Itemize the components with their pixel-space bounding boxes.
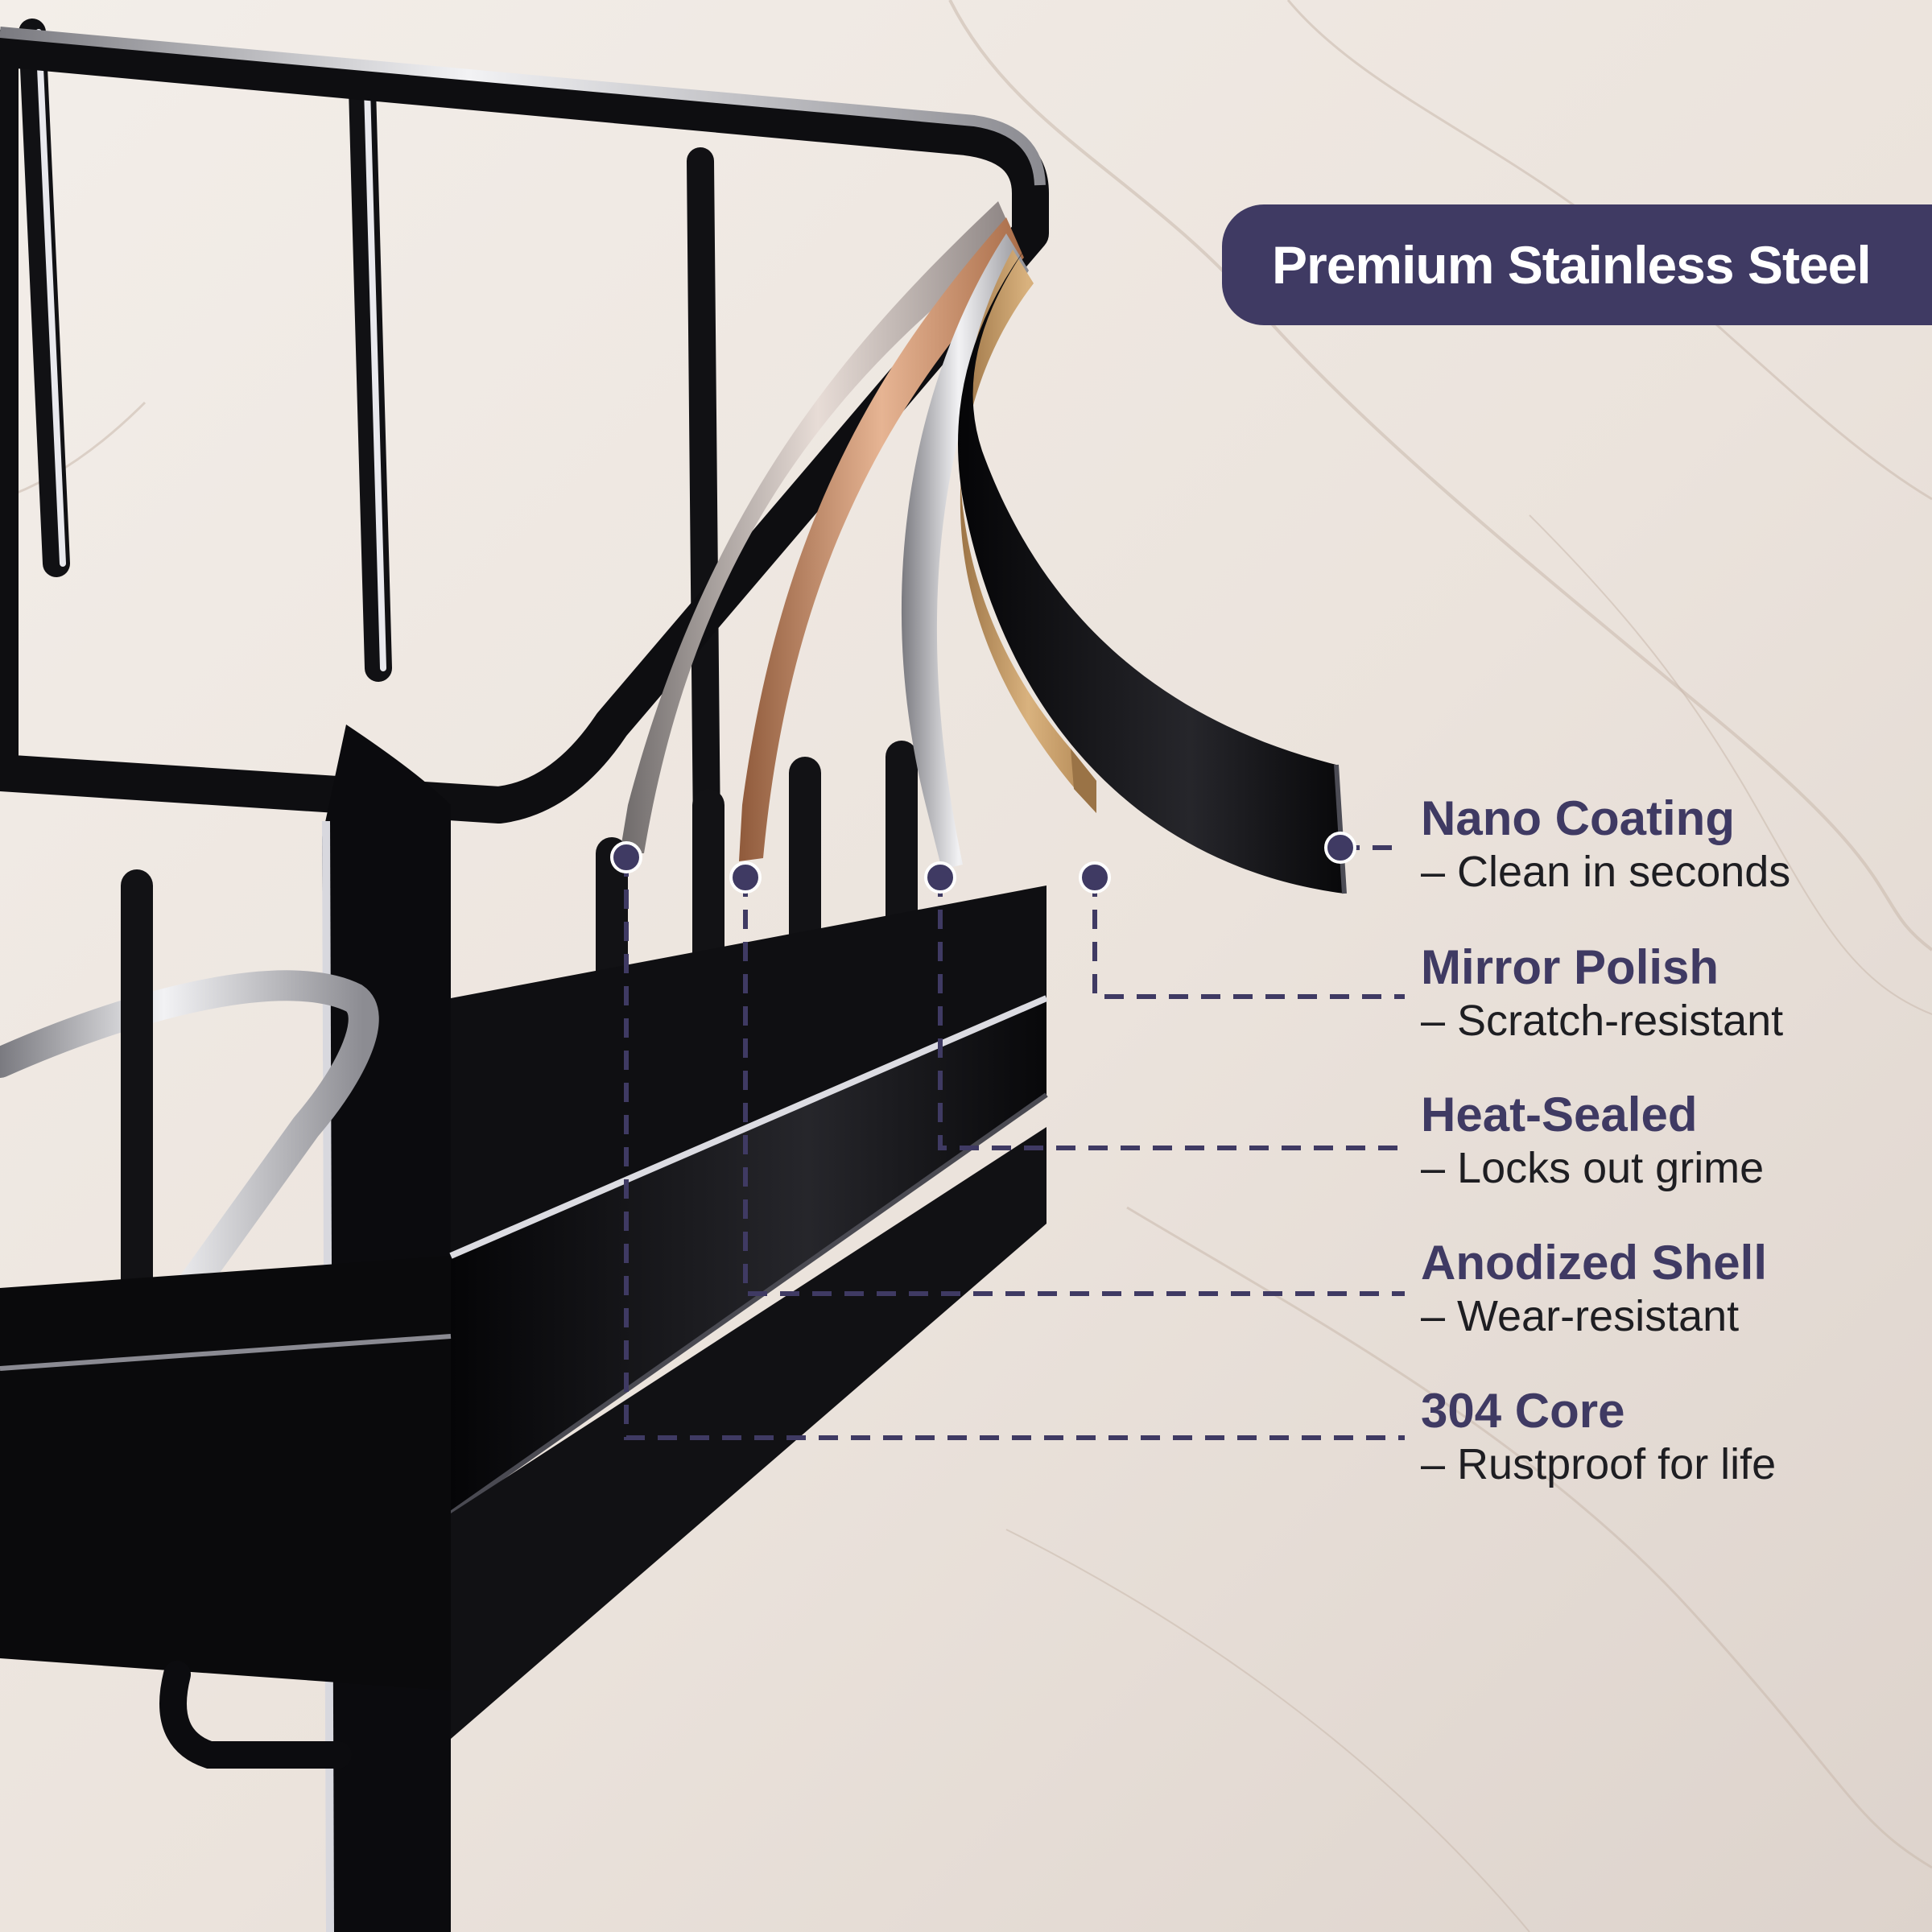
feature-description: – Rustproof for life: [1421, 1440, 1777, 1488]
callout-dot-mirror-polish: [1079, 861, 1111, 894]
feature-title: Mirror Polish: [1421, 940, 1719, 994]
feature-304-core: 304 Core – Rustproof for life: [1421, 1385, 1920, 1491]
feature-title: Anodized Shell: [1421, 1236, 1768, 1290]
callout-line-304-core: [624, 857, 1405, 1440]
feature-anodized-shell: Anodized Shell – Wear-resistant: [1421, 1236, 1920, 1343]
feature-description: – Scratch-resistant: [1421, 997, 1784, 1045]
feature-heat-sealed: Heat-Sealed – Locks out grime: [1421, 1088, 1920, 1195]
callout-dot-nano-coating: [1324, 832, 1356, 864]
callout-lines: [624, 845, 1405, 1440]
layer-nano-coating: [958, 242, 1347, 894]
feature-mirror-polish: Mirror Polish – Scratch-resistant: [1421, 941, 1920, 1047]
callout-dots: [610, 832, 1356, 894]
feature-title: Nano Coating: [1421, 791, 1735, 845]
callout-dot-heat-sealed: [924, 861, 956, 894]
title-badge: Premium Stainless Steel: [1222, 204, 1932, 325]
title-text: Premium Stainless Steel: [1272, 235, 1872, 295]
layer-mirror-polish: [960, 250, 1096, 813]
basket-rack: [0, 19, 1049, 1932]
layer-heat-sealed: [901, 233, 1029, 869]
callout-dot-304-core: [610, 841, 642, 873]
feature-description: – Clean in seconds: [1421, 848, 1791, 896]
callout-line-heat-sealed: [938, 877, 1405, 1150]
callout-dot-anodized-shell: [729, 861, 762, 894]
feature-description: – Wear-resistant: [1421, 1292, 1740, 1340]
feature-title: 304 Core: [1421, 1384, 1625, 1438]
feature-title: Heat-Sealed: [1421, 1088, 1698, 1141]
feature-description: – Locks out grime: [1421, 1144, 1765, 1192]
callout-line-anodized-shell: [743, 877, 1405, 1296]
callout-line-mirror-polish: [1092, 877, 1405, 999]
feature-nano-coating: Nano Coating – Clean in seconds: [1421, 792, 1920, 898]
